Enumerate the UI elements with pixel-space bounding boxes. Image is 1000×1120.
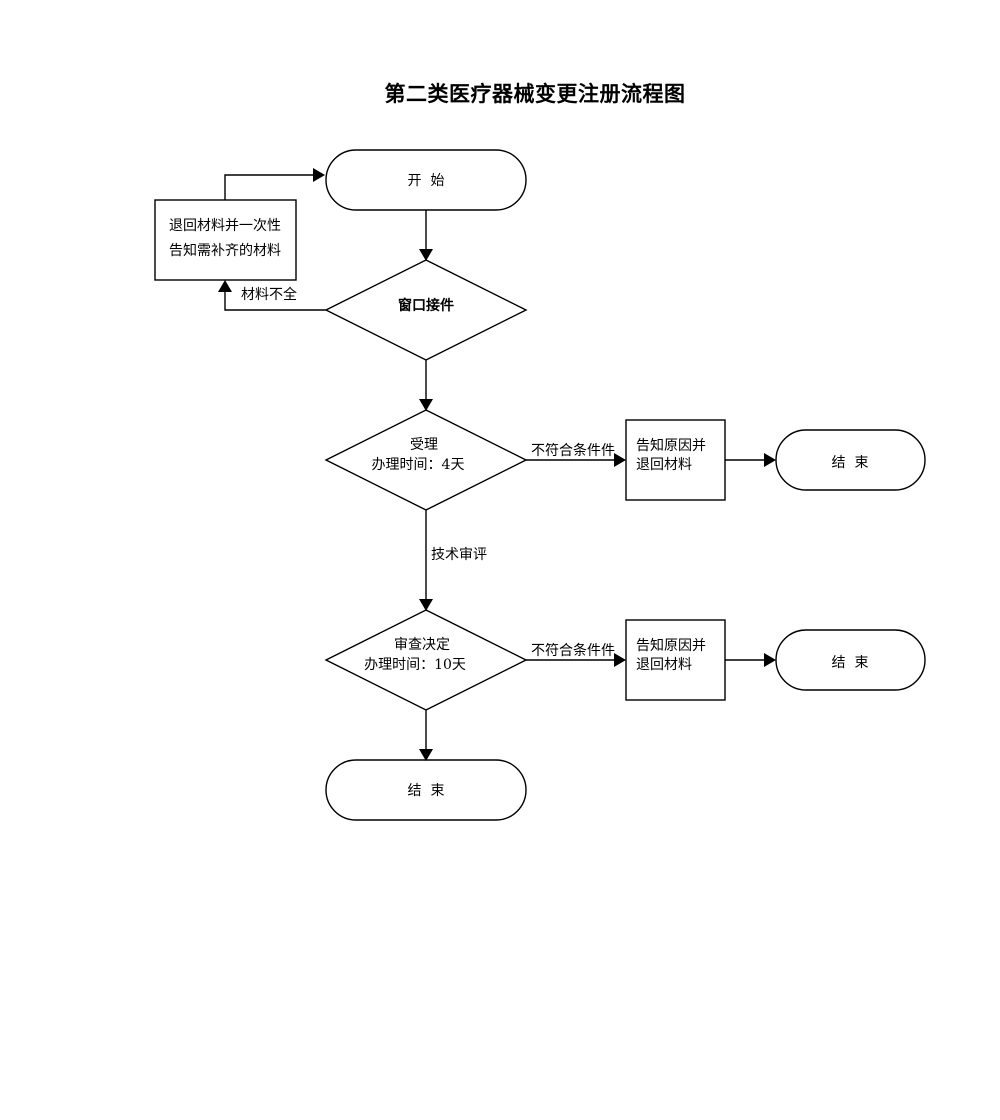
- edge-label-incomplete: 材料不全: [241, 286, 297, 303]
- edge-start-to-intake: [419, 210, 433, 261]
- edge-label-not-qualified-2: 不符合条件件: [531, 642, 615, 659]
- edge-notify-2-to-end-2: [725, 653, 776, 667]
- end-node-1: 结 束: [775, 429, 926, 491]
- arrowhead: [419, 599, 433, 611]
- end-node-2: 结 束: [775, 629, 926, 691]
- end-node-final: 结 束: [325, 759, 527, 821]
- start-node-label: 开 始: [408, 173, 445, 189]
- review-decision-line-2: 办理时间：10天: [364, 657, 466, 673]
- arrowhead: [218, 280, 232, 292]
- arrowhead: [764, 653, 776, 667]
- notify-return-2-line-2: 退回材料: [636, 657, 692, 673]
- edge-label-not-qualified-1: 不符合条件件: [531, 442, 615, 459]
- acceptance-line-1: 受理: [410, 437, 438, 453]
- return-materials-line-1: 退回材料并一次性: [169, 218, 281, 234]
- arrowhead: [419, 399, 433, 411]
- review-decision-line-1: 审查决定: [394, 637, 450, 653]
- notify-return-node-1: 告知原因并 退回材料: [625, 419, 726, 501]
- edge-intake-to-acceptance: [419, 360, 433, 411]
- arrowhead: [614, 653, 626, 667]
- arrowhead: [764, 453, 776, 467]
- acceptance-node: 受理 办理时间：4天: [324, 409, 528, 511]
- end-node-1-label: 结 束: [832, 455, 869, 471]
- window-intake-node: 窗口接件: [324, 259, 528, 361]
- notify-return-1-line-1: 告知原因并: [636, 437, 706, 454]
- return-materials-node: 退回材料并一次性 告知需补齐的材料: [154, 199, 297, 281]
- edge-acceptance-to-notify-1: 不符合条件件: [526, 442, 626, 467]
- end-node-final-label: 结 束: [408, 783, 445, 799]
- edge-review-to-notify-2: 不符合条件件: [526, 642, 626, 667]
- edge-review-to-end-final: [419, 710, 433, 761]
- edge-return-to-start: [224, 168, 325, 200]
- arrowhead: [313, 168, 325, 182]
- end-node-2-label: 结 束: [832, 655, 869, 671]
- page-title: 第二类医疗器械变更注册流程图: [384, 81, 686, 106]
- arrowhead: [614, 453, 626, 467]
- edge-acceptance-to-review: 技术审评: [419, 510, 487, 611]
- window-intake-label: 窗口接件: [398, 297, 454, 314]
- notify-return-2-line-1: 告知原因并: [636, 637, 706, 654]
- review-decision-node: 审查决定 办理时间：10天: [324, 609, 528, 711]
- edge-notify-1-to-end-1: [725, 453, 776, 467]
- return-materials-line-2: 告知需补齐的材料: [169, 242, 281, 259]
- edge-intake-to-return: 材料不全: [218, 280, 326, 311]
- arrowhead: [419, 749, 433, 761]
- start-node: 开 始: [325, 149, 527, 211]
- arrowhead: [419, 249, 433, 261]
- notify-return-node-2: 告知原因并 退回材料: [625, 619, 726, 701]
- acceptance-line-2: 办理时间：4天: [372, 457, 465, 473]
- notify-return-1-line-2: 退回材料: [636, 457, 692, 473]
- edge-label-technical-review: 技术审评: [431, 547, 487, 563]
